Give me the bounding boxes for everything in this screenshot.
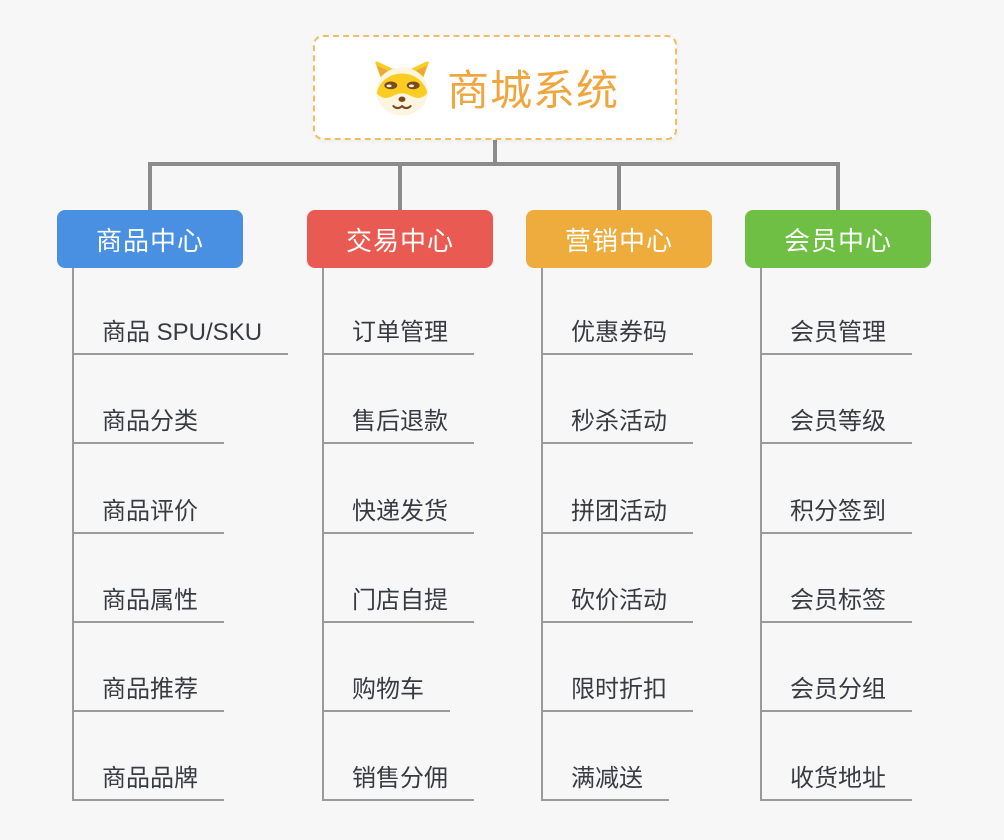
leaf-node-label: 商品推荐: [102, 676, 198, 703]
leaf-node[interactable]: 秒杀活动: [541, 396, 693, 444]
branch-node[interactable]: 会员中心: [745, 210, 931, 268]
leaf-node[interactable]: 商品推荐: [72, 664, 224, 712]
dog-face-icon: [375, 60, 429, 116]
leaf-node[interactable]: 订单管理: [322, 307, 474, 355]
root-stem-connector-line: [493, 140, 497, 166]
branch-node-label: 营销中心: [564, 225, 673, 256]
leaf-node[interactable]: 砍价活动: [541, 575, 693, 623]
branch-node-label: 会员中心: [783, 225, 892, 256]
leaf-node[interactable]: 商品分类: [72, 396, 224, 444]
leaf-node-label: 会员管理: [790, 319, 886, 346]
leaf-node-label: 商品评价: [102, 498, 198, 525]
branch-node-label: 交易中心: [345, 225, 454, 256]
branch-drop-connector-line: [148, 162, 152, 210]
branch-node-label: 商品中心: [95, 225, 204, 256]
leaf-node-label: 门店自提: [352, 587, 448, 614]
branch-drop-connector-line: [836, 162, 840, 210]
leaf-node[interactable]: 商品品牌: [72, 753, 224, 801]
branch-node[interactable]: 交易中心: [307, 210, 493, 268]
leaf-node[interactable]: 满减送: [541, 753, 669, 801]
branch-drop-connector-line: [398, 162, 402, 210]
leaf-node-label: 订单管理: [352, 319, 448, 346]
branch-trunk-line: [760, 268, 762, 801]
branch-node[interactable]: 营销中心: [526, 210, 712, 268]
branch-drop-connector-line: [617, 162, 621, 210]
leaf-node-label: 商品 SPU/SKU: [102, 319, 263, 346]
root-node-title: 商城系统: [446, 67, 619, 114]
leaf-node-label: 商品属性: [102, 587, 198, 614]
leaf-node-label: 限时折扣: [571, 676, 667, 703]
leaf-node[interactable]: 购物车: [322, 664, 450, 712]
leaf-node-label: 会员等级: [790, 408, 886, 435]
branch-bus-connector-line: [148, 162, 840, 166]
leaf-node[interactable]: 积分签到: [760, 486, 912, 534]
leaf-node-label: 砍价活动: [571, 587, 667, 614]
leaf-node-label: 秒杀活动: [571, 408, 667, 435]
root-node[interactable]: 商城系统: [313, 35, 677, 140]
leaf-node-label: 积分签到: [790, 498, 886, 525]
leaf-node[interactable]: 限时折扣: [541, 664, 693, 712]
leaf-node[interactable]: 收货地址: [760, 753, 912, 801]
leaf-node[interactable]: 商品 SPU/SKU: [72, 307, 289, 355]
leaf-node[interactable]: 拼团活动: [541, 486, 693, 534]
leaf-node-label: 收货地址: [790, 765, 886, 792]
leaf-node-label: 快递发货: [352, 498, 448, 525]
leaf-node-label: 商品品牌: [102, 765, 198, 792]
branch-trunk-line: [72, 268, 74, 801]
leaf-node-label: 优惠券码: [571, 319, 667, 346]
leaf-node[interactable]: 会员等级: [760, 396, 912, 444]
branch-trunk-line: [541, 268, 543, 801]
leaf-node[interactable]: 优惠券码: [541, 307, 693, 355]
leaf-node[interactable]: 商品评价: [72, 486, 224, 534]
leaf-node-label: 售后退款: [352, 408, 448, 435]
leaf-node[interactable]: 商品属性: [72, 575, 224, 623]
leaf-node[interactable]: 会员分组: [760, 664, 912, 712]
leaf-node-label: 销售分佣: [352, 765, 448, 792]
leaf-node[interactable]: 快递发货: [322, 486, 474, 534]
leaf-node[interactable]: 会员管理: [760, 307, 912, 355]
branch-trunk-line: [322, 268, 324, 801]
leaf-node[interactable]: 售后退款: [322, 396, 474, 444]
leaf-node-label: 满减送: [571, 765, 643, 792]
leaf-node-label: 拼团活动: [571, 498, 667, 525]
leaf-node[interactable]: 门店自提: [322, 575, 474, 623]
leaf-node-label: 购物车: [352, 676, 424, 703]
leaf-node-label: 会员分组: [790, 676, 886, 703]
leaf-node-label: 会员标签: [790, 587, 886, 614]
leaf-node[interactable]: 会员标签: [760, 575, 912, 623]
leaf-node-label: 商品分类: [102, 408, 198, 435]
branch-node[interactable]: 商品中心: [57, 210, 243, 268]
leaf-node[interactable]: 销售分佣: [322, 753, 474, 801]
